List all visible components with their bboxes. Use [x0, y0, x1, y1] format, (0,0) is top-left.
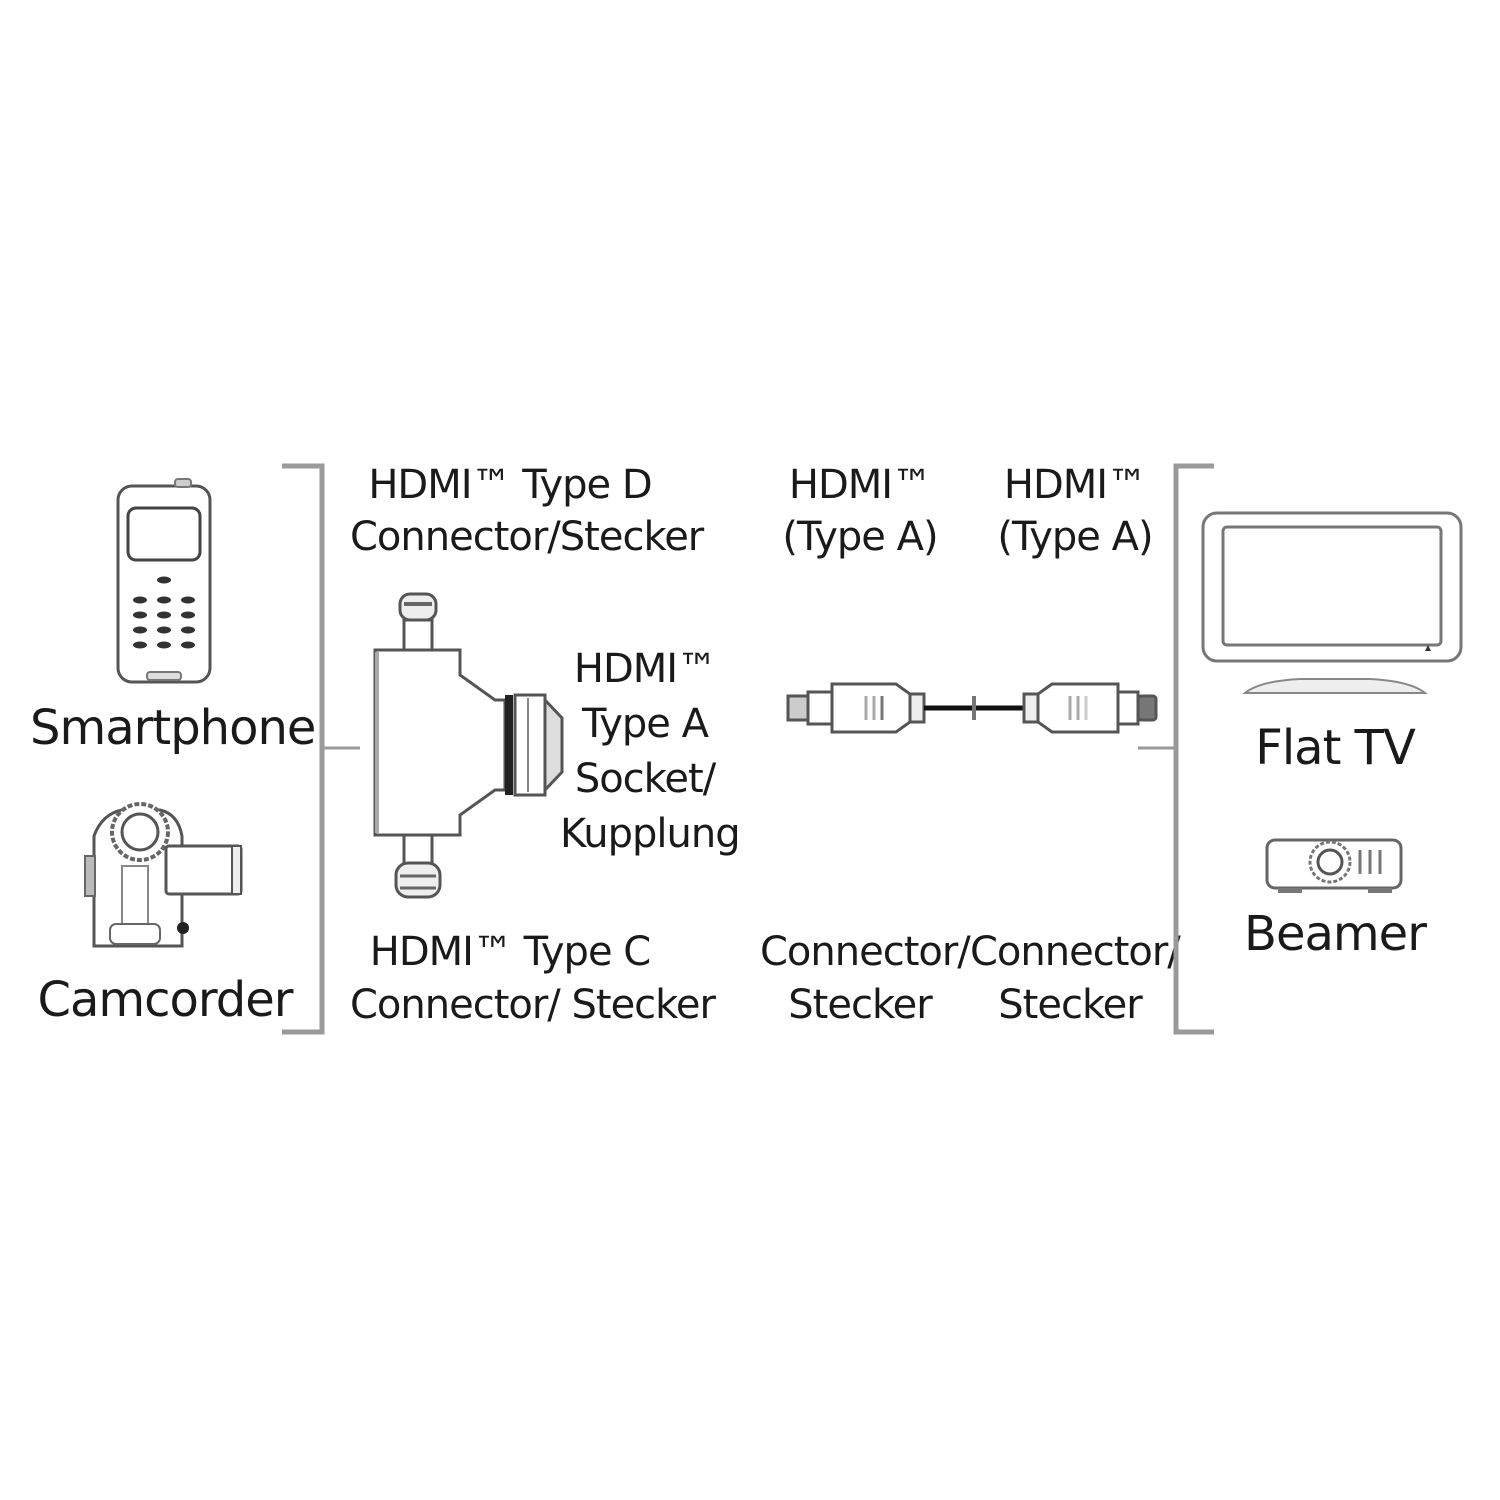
hdmi-cable-icon: [786, 682, 1158, 734]
cable-right-bottom-line1: Connector/: [970, 929, 1181, 975]
smartphone-icon: [116, 478, 212, 684]
beamer-label: Beamer: [1244, 906, 1427, 962]
cable-right-top-line2: (Type A): [997, 514, 1153, 560]
camcorder-icon: [84, 802, 243, 948]
cable-left-top-line1: HDMI™: [788, 462, 932, 508]
right-bracket: [1138, 463, 1214, 1035]
adapter-top-label-line2: Connector/Stecker: [350, 514, 704, 560]
projector-icon: [1265, 838, 1403, 893]
cable-left-bottom-line2: Stecker: [788, 982, 932, 1028]
hdmi-t-adapter-icon: [373, 592, 564, 899]
adapter-socket-label-line3: Socket/: [574, 756, 716, 802]
cable-left-bottom-line1: Connector/: [760, 929, 971, 975]
camcorder-label: Camcorder: [37, 972, 293, 1028]
cable-right-bottom-line2: Stecker: [998, 982, 1142, 1028]
tv-icon: [1201, 511, 1463, 694]
cable-right-top-line1: HDMI™: [1003, 462, 1147, 508]
adapter-socket-label-line1: HDMI™: [573, 646, 717, 692]
flat-tv-label: Flat TV: [1255, 720, 1416, 776]
adapter-bottom-label-line1: HDMI™ Type C: [369, 929, 651, 975]
adapter-socket-label-line4: Kupplung: [560, 811, 741, 857]
left-bracket: [282, 463, 360, 1035]
smartphone-label: Smartphone: [30, 700, 316, 756]
cable-left-top-line2: (Type A): [782, 514, 938, 560]
adapter-bottom-label-line2: Connector/ Stecker: [350, 982, 716, 1028]
adapter-top-label-line1: HDMI™ Type D: [368, 462, 652, 508]
adapter-socket-label-line2: Type A: [582, 701, 709, 747]
